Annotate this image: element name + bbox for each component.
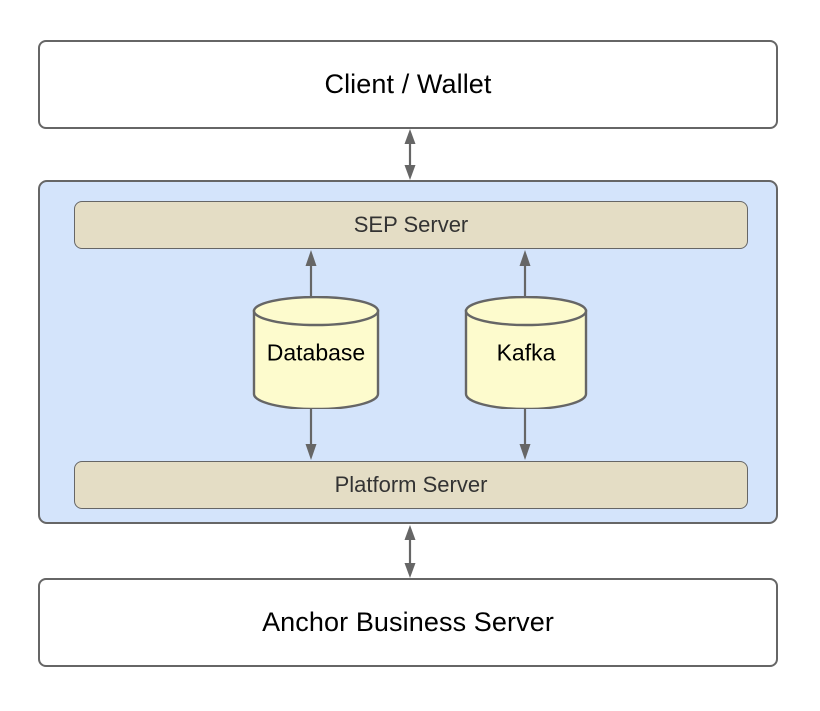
node-sep-server-label: SEP Server xyxy=(353,212,469,237)
node-platform-server[interactable]: Platform Server xyxy=(74,461,748,509)
connector-client-wallet-to-sep-server xyxy=(404,129,416,180)
connector-kafka-to-sep-server xyxy=(519,250,531,298)
connector-platform-server-to-kafka xyxy=(519,408,531,460)
node-anchor-business-server-label: Anchor Business Server xyxy=(262,607,554,637)
connector-platform-server-to-database xyxy=(305,408,317,460)
node-platform-server-label: Platform Server xyxy=(334,472,488,497)
node-database[interactable]: Database xyxy=(252,296,380,409)
node-client-wallet-label: Client / Wallet xyxy=(324,69,492,99)
node-sep-server[interactable]: SEP Server xyxy=(74,201,748,249)
node-anchor-business-server[interactable]: Anchor Business Server xyxy=(38,578,778,667)
connector-database-to-sep-server xyxy=(305,250,317,298)
kafka-cylinder-icon xyxy=(464,296,588,409)
node-kafka[interactable]: Kafka xyxy=(464,296,588,409)
database-cylinder-icon xyxy=(252,296,380,409)
connector-platform-group-to-anchor-business-server xyxy=(404,525,416,578)
node-client-wallet[interactable]: Client / Wallet xyxy=(38,40,778,129)
